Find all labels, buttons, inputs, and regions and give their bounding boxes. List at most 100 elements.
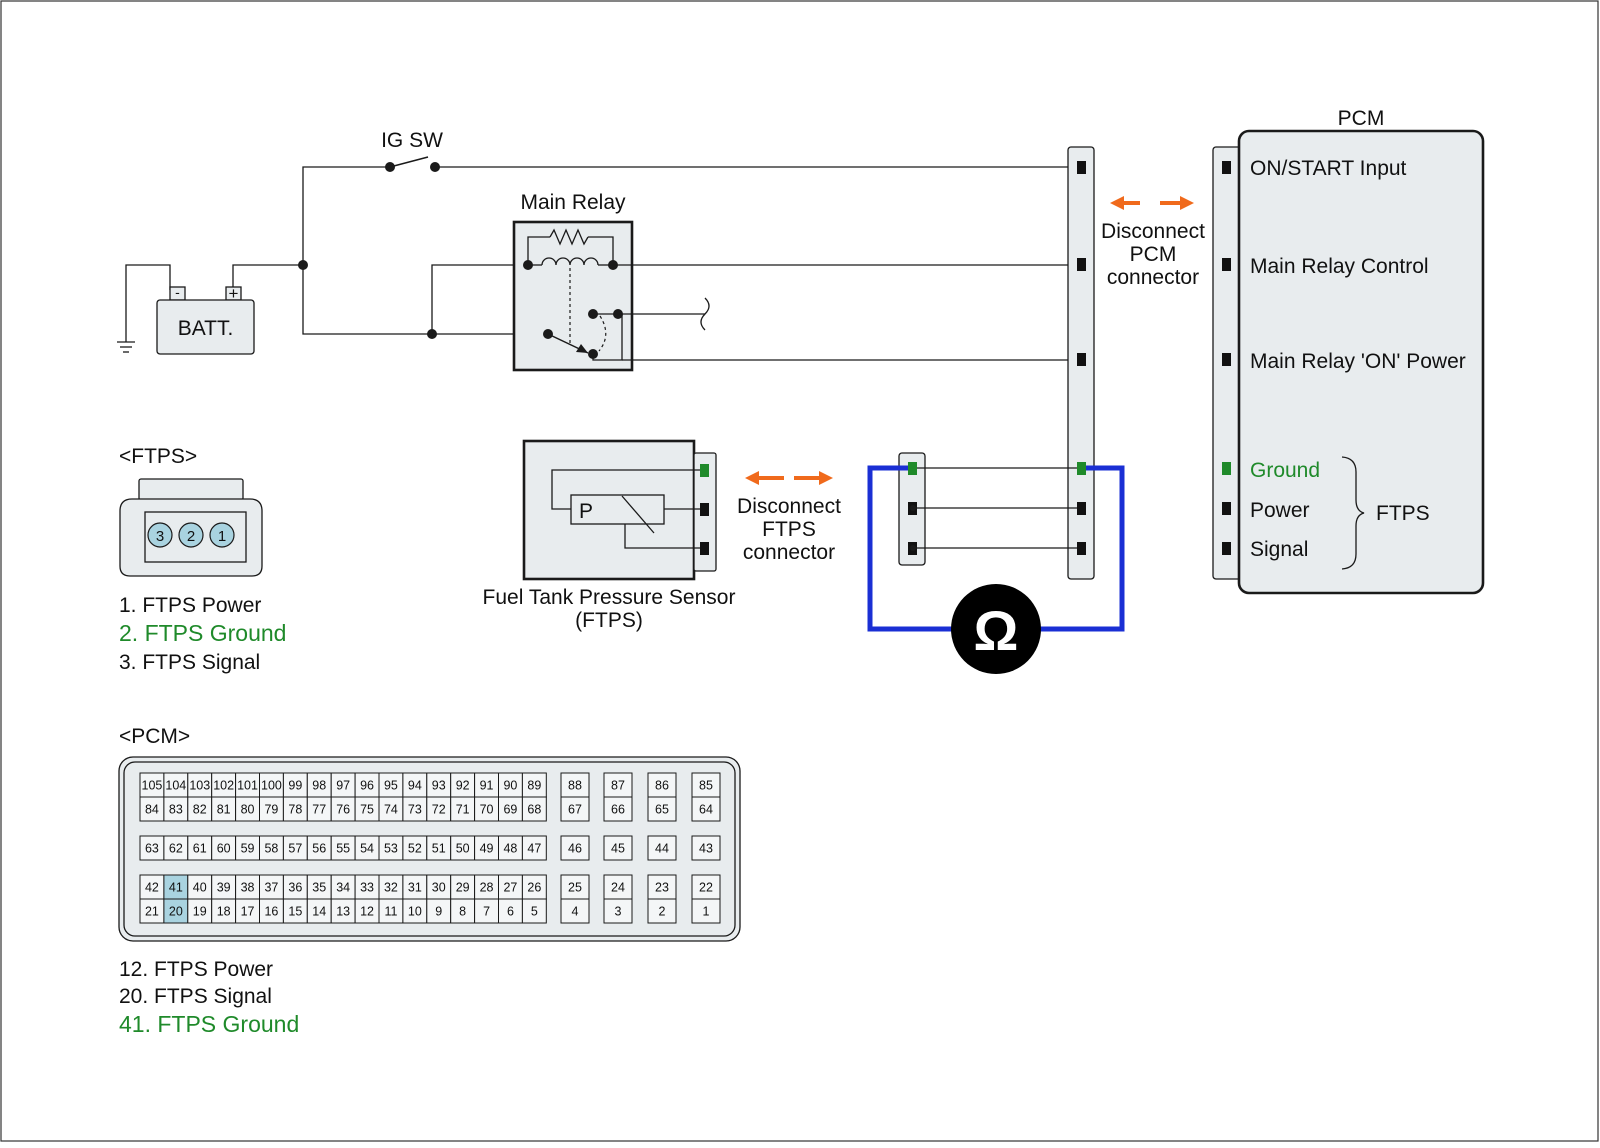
ftps-brace [1341, 456, 1365, 570]
disconnect-pcm-line3: connector [1107, 266, 1199, 289]
pcm-pin-number: 16 [264, 905, 278, 919]
pcm-pin-number: 68 [527, 803, 541, 817]
pcm-pin-number: 32 [384, 881, 398, 895]
pcm-pin-number: 103 [189, 779, 210, 793]
pcm-pin-number: 45 [611, 842, 625, 856]
main-relay: Main Relay [512, 191, 634, 372]
disconnect-ftps-line1: Disconnect [737, 495, 841, 518]
pcm-pin-label: Signal [1250, 538, 1308, 561]
pcm-pin-number: 85 [699, 779, 713, 793]
pcm-pin-number: 63 [145, 842, 159, 856]
pcm-pin-number: 64 [699, 803, 713, 817]
pcm-pin-number: 84 [145, 803, 159, 817]
pressure-element [570, 494, 665, 525]
pcm-pin-number: 69 [503, 803, 517, 817]
pcm-module: PCM ON/START Input Main Relay Control Ma… [1212, 107, 1485, 595]
ohm-symbol: Ω [974, 599, 1019, 662]
pcm-pin-number: 80 [241, 803, 255, 817]
pcm-pin-number: 46 [568, 842, 582, 856]
disconnect-pcm-line1: Disconnect [1101, 220, 1205, 243]
pcm-pin-cell [560, 835, 590, 861]
pcm-pin-number: 100 [261, 779, 282, 793]
pcm-pin-number: 93 [432, 779, 446, 793]
pcm-pin-cell [691, 835, 721, 861]
ftps-pin-number: 2 [187, 528, 195, 545]
pcm-ftps-group-label: FTPS [1376, 502, 1430, 525]
pcm-pin-label: Main Relay 'ON' Power [1250, 350, 1466, 373]
pcm-pin-number: 53 [384, 842, 398, 856]
pcm-legend-item: 20. FTPS Signal [119, 985, 272, 1008]
pcm-pin-number: 98 [312, 779, 326, 793]
pcm-pin-number: 62 [169, 842, 183, 856]
pcm-pin-cell [647, 772, 677, 798]
pcm-pin-cell [603, 835, 633, 861]
disconnect-pcm-line2: PCM [1130, 243, 1177, 266]
disconnect-pcm-arrows [1110, 196, 1194, 210]
main-relay-label: Main Relay [520, 191, 626, 214]
pcm-pin-number: 91 [480, 779, 494, 793]
pcm-pin-number: 86 [655, 779, 669, 793]
pcm-pin-number: 55 [336, 842, 350, 856]
pcm-pin-cell [647, 874, 677, 900]
pcm-pin-number: 75 [360, 803, 374, 817]
pcm-pin-number: 88 [568, 779, 582, 793]
pcm-pin-number: 10 [408, 905, 422, 919]
pcm-pin-number: 41 [169, 881, 183, 895]
pcm-pin-number: 101 [237, 779, 258, 793]
pcm-pin-number: 92 [456, 779, 470, 793]
pcm-pin-number: 87 [611, 779, 625, 793]
pcm-pin-number: 72 [432, 803, 446, 817]
pcm-pin-number: 9 [435, 905, 442, 919]
ftps-sensor-name: Fuel Tank Pressure Sensor [483, 586, 736, 609]
pcm-pin-number: 29 [456, 881, 470, 895]
pcm-title: PCM [1338, 107, 1385, 130]
pcm-pin-number: 38 [241, 881, 255, 895]
pcm-pin-cell [691, 874, 721, 900]
pcm-pin-number: 52 [408, 842, 422, 856]
pcm-pin-number: 95 [384, 779, 398, 793]
pcm-pin-number: 83 [169, 803, 183, 817]
pcm-pin-cell [603, 772, 633, 798]
battery-body [156, 299, 255, 355]
pcm-pin-number: 47 [527, 842, 541, 856]
pcm-pin-number: 2 [659, 905, 666, 919]
disconnect-ftps-arrows [745, 471, 833, 485]
pcm-pin-number: 40 [193, 881, 207, 895]
pcm-pin-number: 7 [483, 905, 490, 919]
battery: - + BATT. [117, 264, 303, 355]
pcm-pin-number: 8 [459, 905, 466, 919]
pcm-pin-number: 76 [336, 803, 350, 817]
pcm-pin-number: 54 [360, 842, 374, 856]
ftps-connector-view: <FTPS> 3 2 1 1. FTPS Power 2. FTPS Groun… [119, 445, 286, 674]
pcm-pin-number: 65 [655, 803, 669, 817]
pcm-legend-item: 12. FTPS Power [119, 958, 273, 981]
pcm-pin-number: 30 [432, 881, 446, 895]
pcm-pin-number: 18 [217, 905, 231, 919]
pcm-pin-label: Main Relay Control [1250, 255, 1429, 278]
disconnect-ftps-line3: connector [743, 541, 835, 564]
ignition-switch: IG SW [302, 129, 1075, 265]
pcm-pin-number: 50 [456, 842, 470, 856]
pcm-pin-number: 81 [217, 803, 231, 817]
pcm-pin-number: 6 [507, 905, 514, 919]
pcm-pin-label: Power [1250, 499, 1310, 522]
pcm-pin-number: 37 [264, 881, 278, 895]
pcm-pin-number: 74 [384, 803, 398, 817]
ig-sw-label: IG SW [381, 129, 443, 152]
pcm-pin-number: 56 [312, 842, 326, 856]
pcm-pin-number: 58 [264, 842, 278, 856]
pcm-pin-label: Ground [1250, 459, 1320, 482]
pcm-pin-number: 94 [408, 779, 422, 793]
pcm-pin-number: 22 [699, 881, 713, 895]
pcm-pin-number: 102 [213, 779, 234, 793]
pcm-pin-number: 25 [568, 881, 582, 895]
disconnect-ftps-line2: FTPS [762, 518, 816, 541]
pcm-pin-number: 39 [217, 881, 231, 895]
pcm-pin-cell [647, 898, 677, 924]
pcm-pin-number: 73 [408, 803, 422, 817]
pressure-element-label: P [579, 500, 593, 523]
pcm-pin-number: 34 [336, 881, 350, 895]
